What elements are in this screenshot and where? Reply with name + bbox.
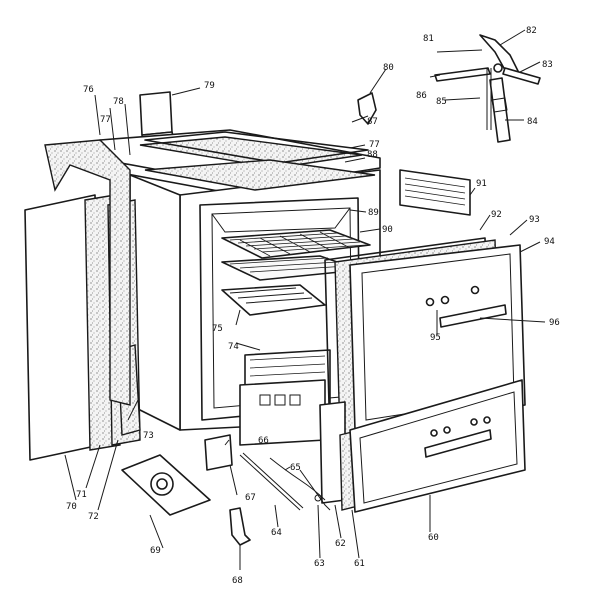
igniter-block <box>204 434 233 471</box>
broiler-pan <box>221 284 326 316</box>
leader-lines <box>64 29 546 570</box>
callout-60: 60 <box>428 533 439 543</box>
callout-87: 87 <box>367 117 378 127</box>
callout-64: 64 <box>271 528 282 538</box>
callout-61: 61 <box>354 559 365 569</box>
callout-91: 91 <box>476 179 487 189</box>
callout-82: 82 <box>526 26 537 36</box>
broiler-compartment <box>239 349 331 446</box>
drawer-knobs <box>430 416 491 437</box>
callout-63: 63 <box>314 559 325 569</box>
callout-88: 88 <box>367 150 378 160</box>
oven-door-outer <box>349 244 526 431</box>
callout-83: 83 <box>542 60 553 70</box>
callout-72: 72 <box>88 512 99 522</box>
bracket-68 <box>229 507 251 546</box>
burner-plate <box>121 454 211 516</box>
vent-panel-91 <box>399 169 471 216</box>
callout-93: 93 <box>529 215 540 225</box>
gas-tube-65 <box>269 457 326 501</box>
callout-86: 86 <box>416 91 427 101</box>
callout-73: 73 <box>143 431 154 441</box>
callout-80: 80 <box>383 63 394 73</box>
callout-62: 62 <box>335 539 346 549</box>
callout-68: 68 <box>232 576 243 586</box>
broiler-drawer-handle <box>424 429 492 458</box>
callout-79: 79 <box>204 81 215 91</box>
callout-85: 85 <box>436 97 447 107</box>
door-knobs <box>425 285 480 307</box>
callout-67: 67 <box>245 493 256 503</box>
callout-89: 89 <box>368 208 379 218</box>
callout-90: 90 <box>382 225 393 235</box>
callout-77-left: 77 <box>100 115 111 125</box>
hinge-bracket-84 <box>489 77 511 143</box>
callouts: 60 61 62 63 64 65 66 67 68 69 70 71 72 7… <box>66 26 560 586</box>
callout-76: 76 <box>83 85 94 95</box>
rear-insulation <box>44 139 131 406</box>
top-insulation <box>139 131 376 191</box>
callout-78: 78 <box>113 97 124 107</box>
hinge-spring <box>486 68 492 130</box>
oven-door-handle <box>439 304 507 328</box>
door-hinge-arm <box>434 34 541 85</box>
callout-81: 81 <box>423 34 434 44</box>
callout-65: 65 <box>290 463 301 473</box>
callout-77-right: 77 <box>369 140 380 150</box>
callout-66: 66 <box>258 436 269 446</box>
callout-96: 96 <box>549 318 560 328</box>
oven-rack-upper <box>221 229 371 259</box>
gas-tube-64 <box>239 452 304 511</box>
callout-69: 69 <box>150 546 161 556</box>
callout-75: 75 <box>212 324 223 334</box>
hinge-80 <box>357 92 377 125</box>
callout-74: 74 <box>228 342 239 352</box>
callout-95: 95 <box>430 333 441 343</box>
callout-70: 70 <box>66 502 77 512</box>
callout-94: 94 <box>544 237 555 247</box>
gas-tube-63 <box>299 469 331 511</box>
callout-84: 84 <box>527 117 538 127</box>
callout-92: 92 <box>491 210 502 220</box>
callout-71: 71 <box>76 490 87 500</box>
